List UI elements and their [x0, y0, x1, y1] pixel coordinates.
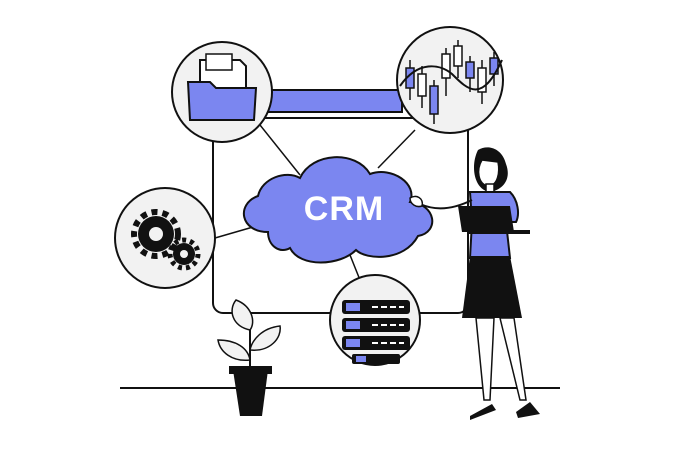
crm-label: CRM [304, 190, 384, 228]
chart-bubble [396, 26, 504, 134]
gears-icon [131, 209, 201, 271]
server-bubble [329, 274, 421, 366]
board-header-bar [261, 89, 403, 113]
plant-icon [217, 299, 281, 416]
laptop-icon [458, 206, 530, 234]
gears-bubble [114, 187, 216, 289]
candlestick-chart-icon [399, 40, 503, 124]
folder-icon [186, 53, 258, 121]
woman-figure [409, 147, 540, 420]
server-icon [342, 300, 410, 364]
crm-cloud: CRM [242, 156, 434, 264]
folder-bubble [171, 41, 273, 143]
